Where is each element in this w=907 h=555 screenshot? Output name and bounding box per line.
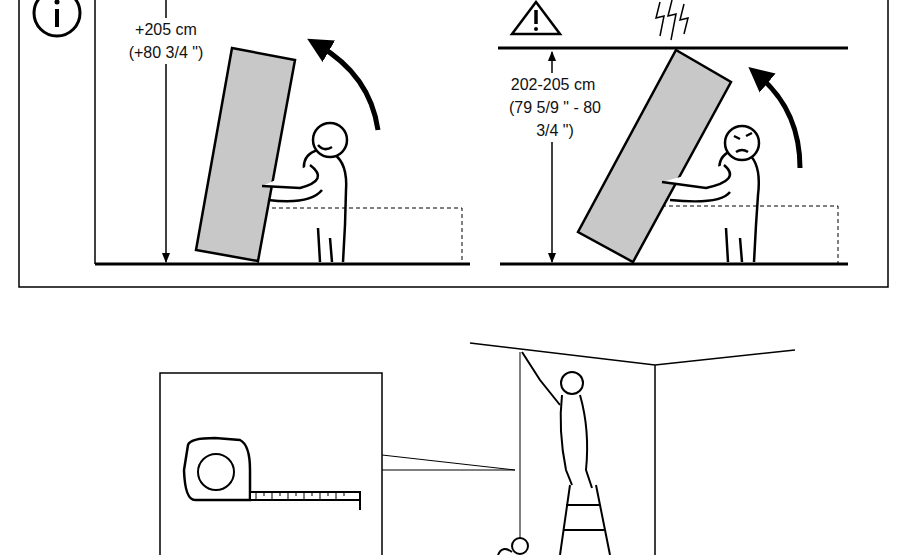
info-icon — [55, 0, 60, 5]
dimension-label: (79 5/9 " - 80 3/4 ") — [497, 96, 613, 142]
door-panel — [578, 50, 731, 262]
ceiling-line — [498, 47, 848, 50]
crouching-person — [498, 538, 528, 555]
tilt-arrow — [758, 75, 800, 168]
person-figure — [662, 126, 759, 262]
person-figure — [262, 123, 347, 262]
warning-icon — [534, 27, 538, 31]
info-icon — [55, 9, 59, 27]
tape-tick — [320, 492, 321, 499]
info-icon — [34, 0, 80, 36]
tilt-arrow — [318, 45, 378, 130]
tape-tick — [296, 492, 297, 496]
tape-tick — [312, 492, 313, 496]
leader-line — [382, 455, 515, 470]
tape-tick — [280, 492, 281, 496]
wall-line — [94, 0, 96, 264]
cabinet-outline — [634, 206, 838, 264]
tape-tick — [256, 492, 257, 499]
tape-measure — [184, 438, 360, 510]
warning-icon — [512, 2, 560, 34]
tape-ticks — [256, 492, 344, 499]
cabinet-outline — [258, 208, 462, 264]
door-panel — [196, 48, 295, 261]
tape-line — [520, 352, 521, 548]
tape-tick — [336, 492, 337, 499]
tape-tick — [328, 492, 329, 496]
impact-lightning — [656, 0, 688, 40]
tape-tick — [288, 492, 289, 499]
dimension-label: +205 cm — [133, 18, 199, 41]
inset-frame — [160, 373, 382, 555]
room-corner — [470, 343, 795, 555]
tape-tick — [264, 492, 265, 496]
dimension-label: (+80 3/4 ") — [127, 41, 206, 64]
panel-frame — [19, 0, 888, 287]
person-on-ladder — [522, 352, 610, 555]
dimension-label: 202-205 cm — [509, 73, 598, 96]
warning-icon — [534, 10, 538, 24]
tape-tick — [272, 492, 273, 499]
tape-tick — [344, 492, 345, 496]
tape-tick — [304, 492, 305, 499]
